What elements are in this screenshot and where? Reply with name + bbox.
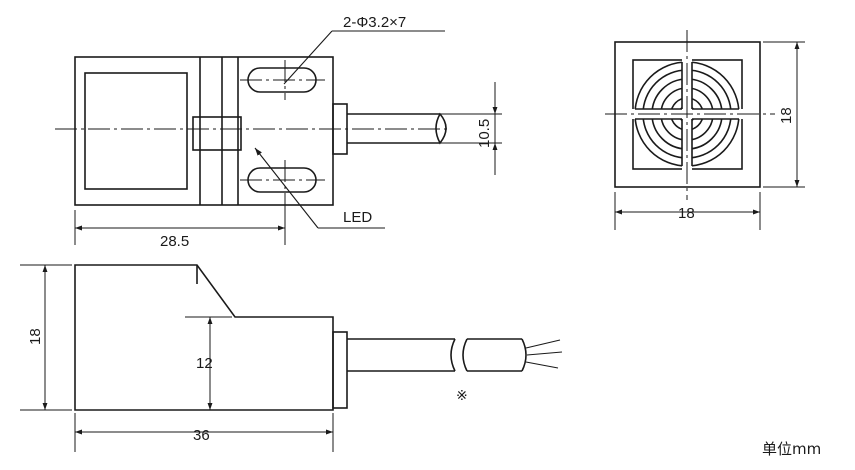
unit-label: 单位mm [762, 440, 822, 458]
slot-spec-label: 2-Φ3.2×7 [343, 14, 406, 31]
end-view [605, 30, 805, 230]
wire-3 [525, 361, 559, 369]
dim-front-height: 18 [27, 328, 44, 345]
led-label: LED [343, 209, 372, 226]
dim-total-length: 36 [193, 427, 210, 444]
wire-2 [526, 351, 563, 356]
dim-end-width: 18 [678, 205, 695, 222]
wire-1 [525, 339, 561, 349]
front-view [20, 264, 563, 452]
dim-end-height: 18 [778, 107, 795, 124]
dim-cable-diameter: 10.5 [476, 119, 493, 148]
sensing-face [84, 72, 188, 190]
front-view-body [74, 264, 334, 411]
dim-top-width: 28.5 [160, 233, 189, 250]
top-view-body [74, 56, 334, 206]
led-window [192, 116, 242, 151]
cable-note-mark: ※ [456, 387, 468, 403]
front-cable-gland [332, 331, 348, 409]
dim-sensing-height: 12 [196, 355, 213, 372]
top-view [55, 30, 502, 245]
